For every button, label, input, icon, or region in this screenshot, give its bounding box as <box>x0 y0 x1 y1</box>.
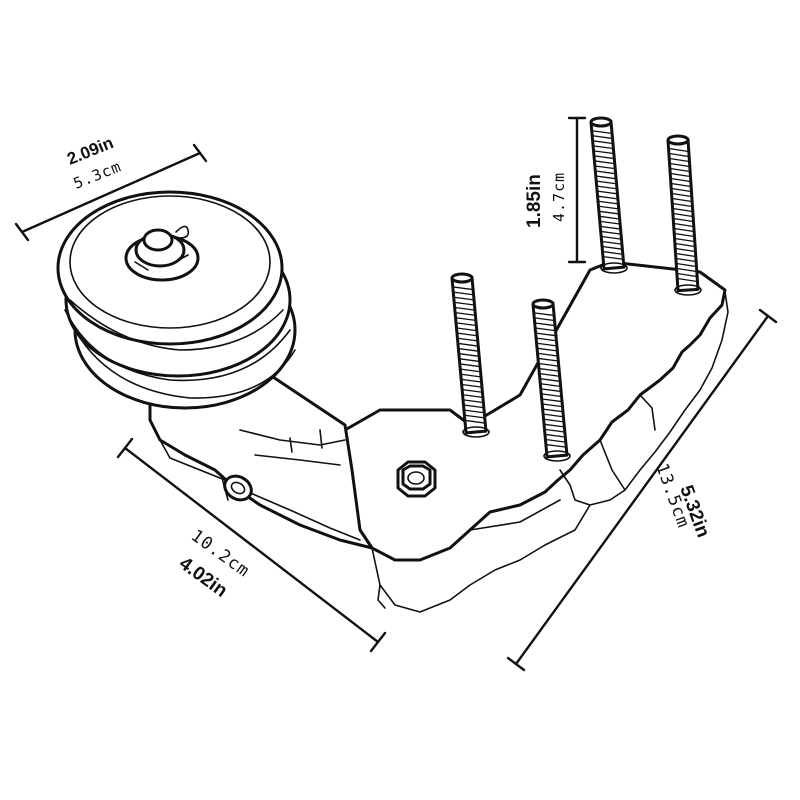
dimension-plate-length <box>506 308 778 672</box>
stud-rear-right <box>666 134 702 296</box>
stud-rear-left <box>589 116 628 274</box>
threaded-studs <box>450 116 702 462</box>
dimension-pulley-width <box>14 143 208 242</box>
stud-front-right <box>531 298 571 462</box>
stud-height-cm: 4.7cm <box>550 172 568 222</box>
pulley-center-bolt <box>124 225 200 282</box>
tensioner-arm <box>148 373 374 550</box>
dimension-arm-length <box>116 437 387 653</box>
arm-side-bolt <box>221 474 253 502</box>
pulley <box>56 190 297 410</box>
stud-height-inches: 1.85in <box>524 174 545 228</box>
stud-front-left <box>450 272 490 438</box>
plate-hex-bolt <box>396 460 437 498</box>
dimension-stud-height <box>567 116 587 264</box>
